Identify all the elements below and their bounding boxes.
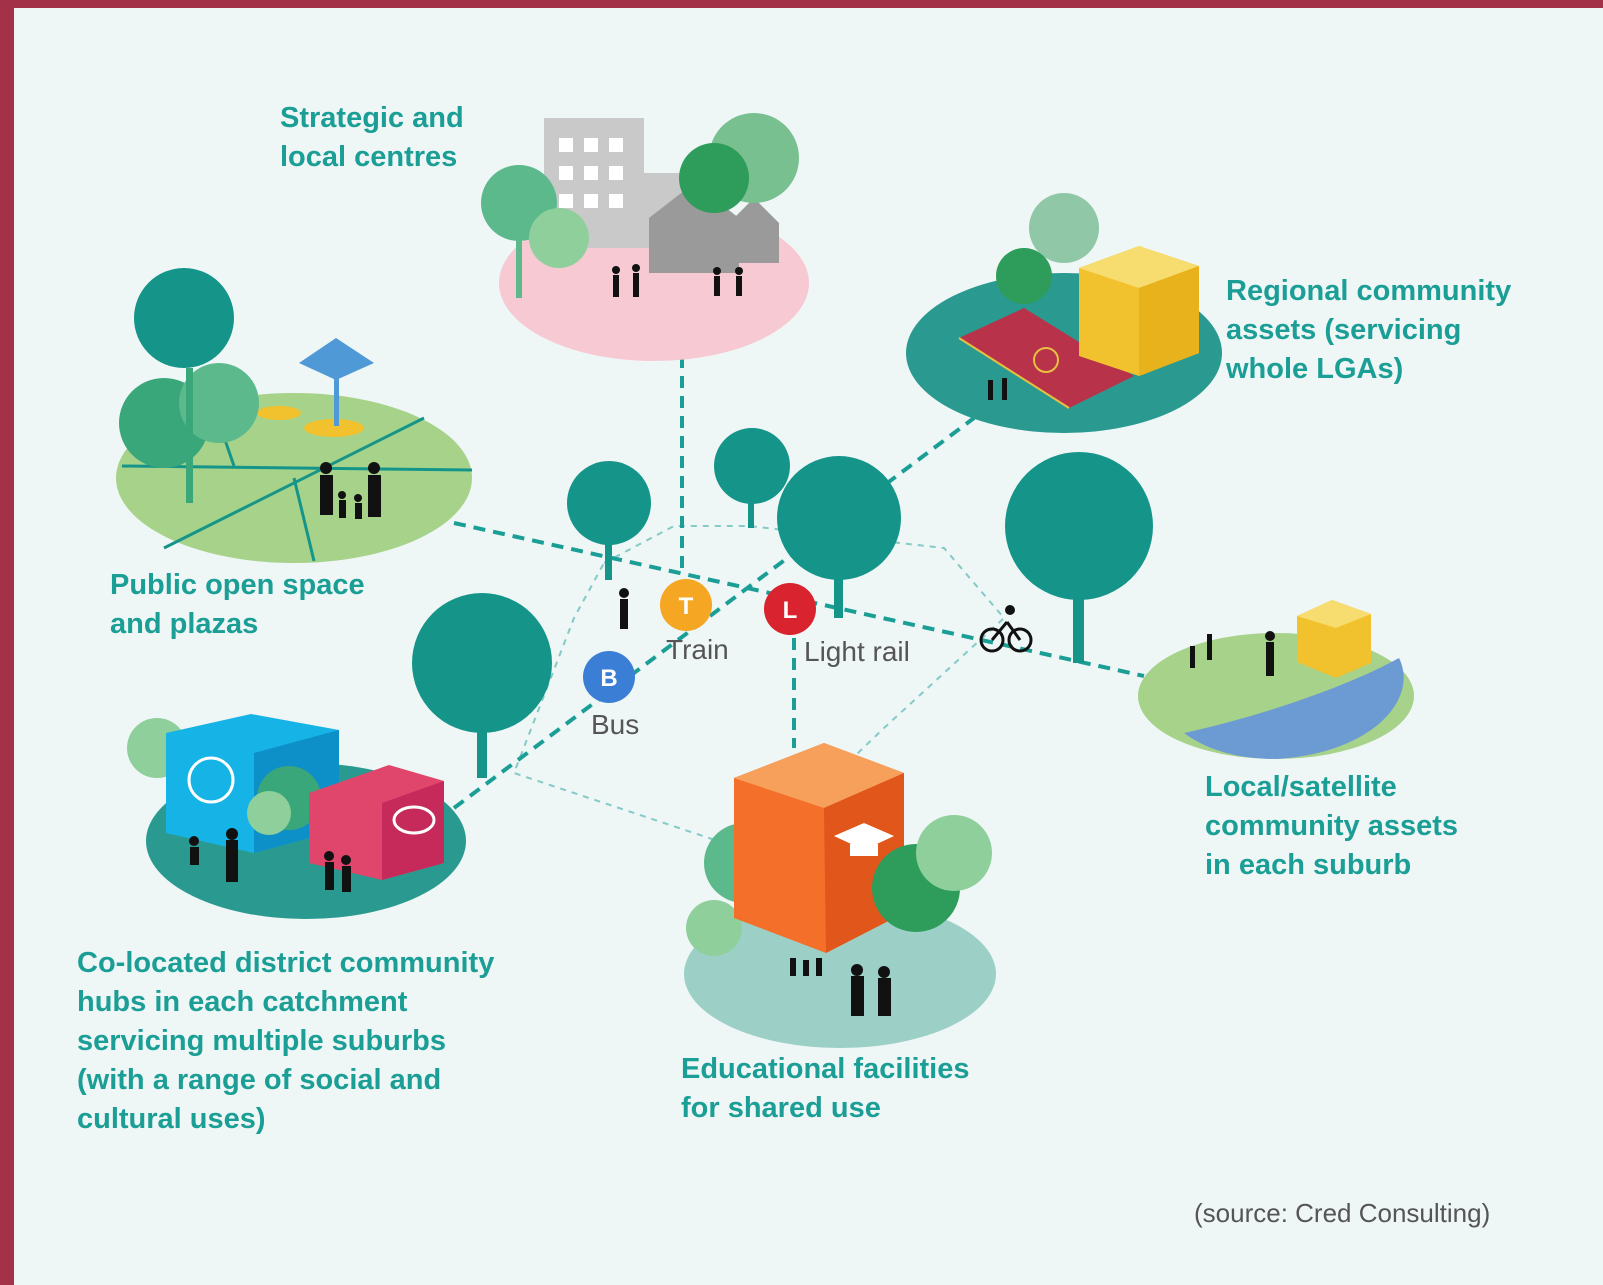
local-assets-label: Local/satellite community assets in each…: [1205, 771, 1459, 881]
cyclist-icon: [979, 605, 1033, 653]
central-trees: [412, 428, 1153, 778]
strategic-centres-label: Strategic and local centres: [280, 102, 464, 173]
source-credit: (source: Cred Consulting): [1194, 1198, 1491, 1228]
light-rail-label: Light rail: [804, 636, 910, 667]
educational-label: Educational facilities for shared use: [681, 1053, 970, 1124]
local-assets-illustration: [1138, 600, 1414, 759]
light-rail-icon-letter: L: [783, 597, 798, 624]
district-hubs-illustration: [127, 714, 466, 919]
train-stop: T Train: [660, 579, 729, 665]
open-space-illustration: [116, 268, 473, 563]
bus-icon-letter: B: [600, 665, 617, 692]
district-hubs-label: Co-located district community hubs in ea…: [77, 947, 495, 1135]
educational-illustration: [684, 743, 996, 1048]
diagram-frame: T Train L Light rail B Bus Strategic and…: [14, 8, 1603, 1285]
network-diagram: T Train L Light rail B Bus: [116, 113, 1414, 1048]
bus-stop: B Bus: [583, 651, 639, 740]
regional-assets-label: Regional community assets (servicing who…: [1226, 275, 1512, 385]
light-rail-stop: L Light rail: [764, 583, 910, 667]
bus-label: Bus: [591, 709, 639, 740]
bus-icon: [583, 651, 635, 703]
hexagon-connector: [512, 525, 1006, 855]
pedestrian-icon: [619, 588, 629, 629]
light-rail-icon: [764, 583, 816, 635]
regional-assets-illustration: [906, 193, 1222, 433]
open-space-label: Public open space and plazas: [110, 569, 365, 640]
strategic-centres-illustration: [481, 113, 809, 361]
train-label: Train: [666, 634, 729, 665]
train-icon-letter: T: [679, 593, 694, 620]
train-icon: [660, 579, 712, 631]
